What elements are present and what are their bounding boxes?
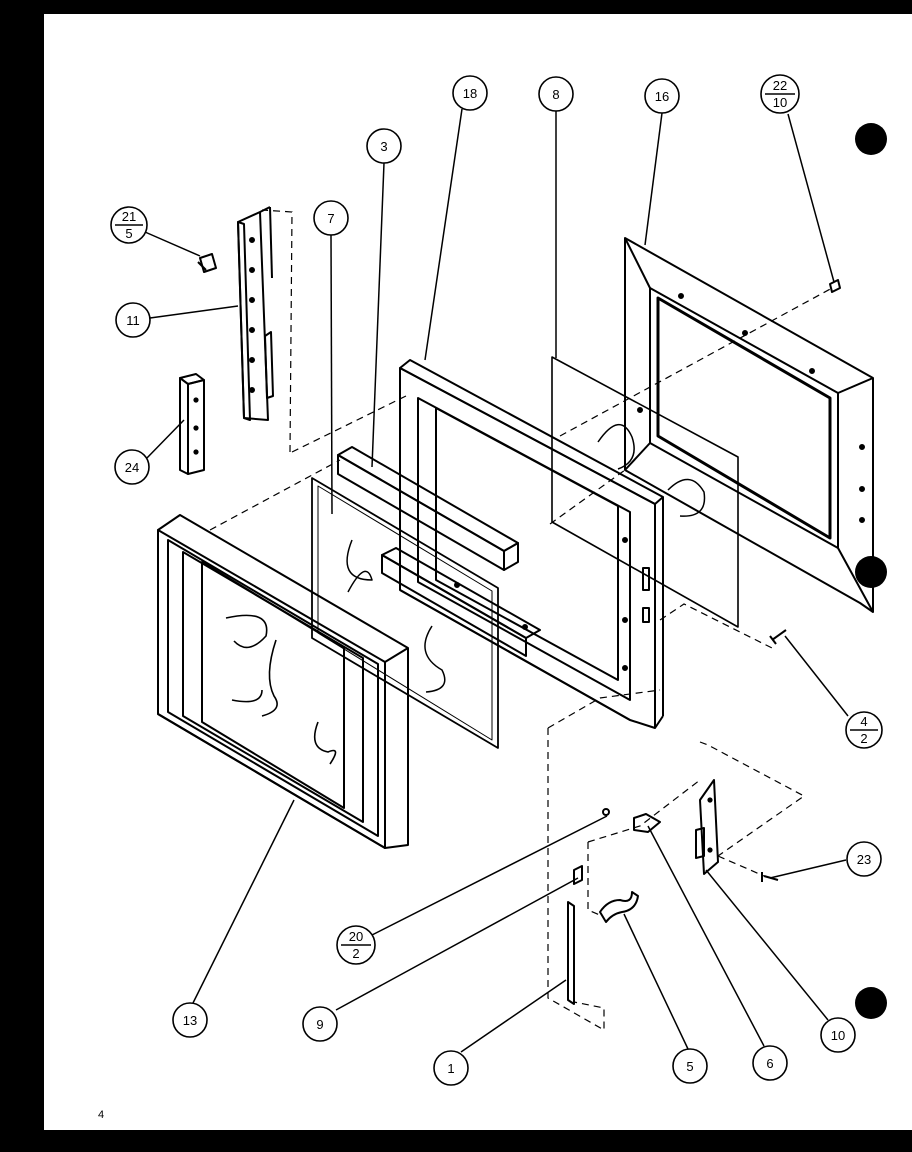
callout-11: 11 [115,302,151,338]
callout-label: 16 [655,89,669,104]
callout-24: 24 [114,449,150,485]
callout-label: 6 [766,1056,773,1071]
callout-9: 9 [302,1006,338,1042]
part-3-bar [337,446,541,657]
callout-1: 1 [433,1050,469,1086]
callout-13: 13 [172,1002,208,1038]
callout-label: 10 [831,1028,845,1043]
callout-label: 24 [125,460,139,475]
callout-8: 8 [538,76,574,112]
part-21-screw [197,253,217,273]
callout-20-2: 20 2 [336,925,376,965]
part-16-door-frame [624,237,874,613]
page-number: 4 [98,1109,104,1121]
callout-18: 18 [452,75,488,111]
callout-label: 18 [463,86,477,101]
part-20-screw [602,808,610,816]
callout-label: 11 [126,313,140,328]
callout-10: 10 [820,1017,856,1053]
callout-label: 9 [316,1017,323,1032]
callout-4-2: 4 2 [845,711,883,749]
callout-label: 13 [183,1013,197,1028]
part-22-screw [829,279,841,293]
part-4-screw [769,629,787,645]
part-24-block [179,373,205,475]
callout-3: 3 [366,128,402,164]
callout-label: 8 [552,87,559,102]
callout-label: 3 [380,139,387,154]
callout-22-10: 22 10 [760,74,800,114]
callout-21-5: 21 5 [110,206,148,244]
callout-numerator: 4 [860,714,867,729]
callout-denominator: 10 [773,95,787,110]
registration-dot [855,987,887,1019]
callout-denominator: 2 [352,946,359,961]
callout-numerator: 22 [773,78,787,93]
part-13-front-door [157,514,409,849]
leader-lines [144,108,849,1053]
part-10-latch-plate [695,779,719,875]
callout-denominator: 5 [125,226,132,241]
callout-16: 16 [644,78,680,114]
part-1-rod [567,901,575,1005]
registration-dot [855,123,887,155]
part-18-main-frame [399,359,664,729]
part-7-inner-glass [311,477,499,749]
callout-numerator: 20 [349,929,363,944]
alignment-lines [209,209,835,1032]
paper-area [44,14,912,1130]
callout-label: 7 [327,211,334,226]
part-11-hinge-bracket [237,206,274,421]
callout-denominator: 2 [860,731,867,746]
callout-23: 23 [846,841,882,877]
part-8-glass-panel [551,356,739,628]
callout-label: 5 [686,1059,693,1074]
callout-6: 6 [752,1045,788,1081]
part-5-latch-hook [599,891,639,923]
callout-label: 23 [857,852,871,867]
callout-5: 5 [672,1048,708,1084]
callout-7: 7 [313,200,349,236]
callout-label: 1 [447,1061,454,1076]
registration-dot [855,556,887,588]
callout-numerator: 21 [122,209,136,224]
